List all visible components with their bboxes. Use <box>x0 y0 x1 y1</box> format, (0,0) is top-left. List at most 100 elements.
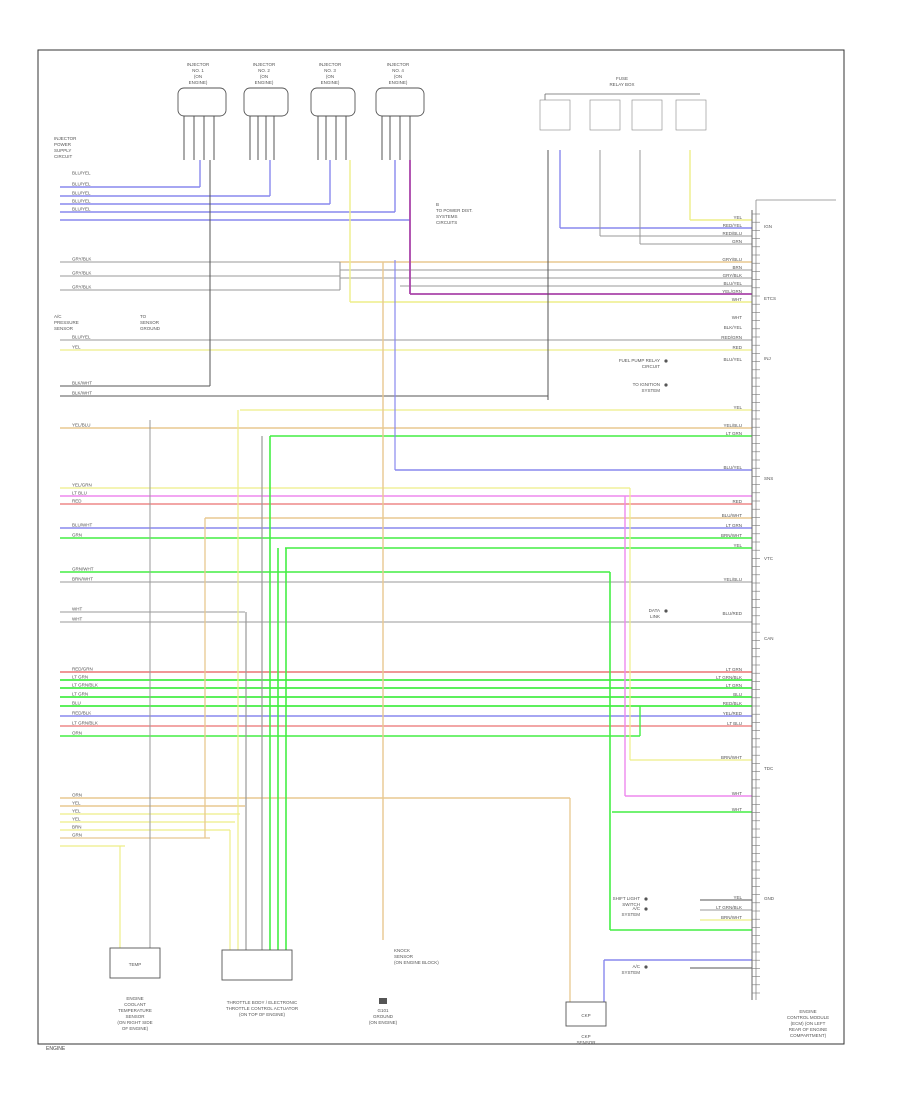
diagram-frame <box>37 49 845 1045</box>
pin-group-label: VTC <box>764 556 774 561</box>
right-wire-tag: BRN/WHT <box>721 755 742 760</box>
right-wire-tag: BLU/RED <box>722 611 742 616</box>
ecm-pins <box>752 213 760 994</box>
side-note-line: CIRCUIT <box>642 364 660 369</box>
svg-text:SYSTEMS: SYSTEMS <box>436 214 458 219</box>
pin-group-label: CAN <box>764 636 774 641</box>
svg-text:B: B <box>436 202 439 207</box>
wire-label: RED/BLK <box>72 711 91 716</box>
svg-text:NO. 1: NO. 1 <box>192 68 204 73</box>
wire-label: GRN <box>72 533 82 538</box>
right-wire-tag: YEL <box>733 405 742 410</box>
svg-text:ENGINE): ENGINE) <box>321 80 340 85</box>
svg-text:(ON: (ON <box>394 74 402 79</box>
right-wire-tag: RED/YEL <box>723 223 743 228</box>
svg-text:SUPPLY: SUPPLY <box>54 148 71 153</box>
svg-text:CONTROL MODULE: CONTROL MODULE <box>787 1015 829 1020</box>
wire-label: BLU/YEL <box>72 207 91 212</box>
sheet-label: ENGINE <box>46 1046 66 1052</box>
svg-text:(ON ENGINE): (ON ENGINE) <box>369 1020 398 1025</box>
right-wire-tag: WHT <box>732 315 742 320</box>
side-note-connector <box>664 383 668 387</box>
wire-label: GRY/BLK <box>72 285 91 290</box>
svg-text:GROUND: GROUND <box>373 1014 394 1019</box>
wire-label: LT GRN/BLK <box>72 721 98 726</box>
wire-label: YEL/BLU <box>72 423 91 428</box>
right-wire-tag: LT GRN <box>726 667 742 672</box>
svg-text:TEMPERATURE: TEMPERATURE <box>118 1008 152 1013</box>
svg-text:SENSOR: SENSOR <box>140 320 160 325</box>
svg-text:NO. 4: NO. 4 <box>392 68 404 73</box>
svg-text:(ON: (ON <box>260 74 268 79</box>
wire-labels: BLU/YEL BLU/YEL BLU/YEL BLU/YEL BLU/YEL GRY/B… <box>72 171 98 838</box>
svg-text:POWER: POWER <box>54 142 72 147</box>
wire-label: BLK/WHT <box>72 391 92 396</box>
pin-group-label: SNS <box>764 476 773 481</box>
svg-text:(ON RIGHT SIDE: (ON RIGHT SIDE <box>117 1020 152 1025</box>
wire-label: ORN <box>72 731 82 736</box>
svg-text:ENGINE: ENGINE <box>126 996 143 1001</box>
right-wire-tag: LT GRN/BLK <box>716 675 742 680</box>
svg-text:CIRCUIT: CIRCUIT <box>54 154 72 159</box>
ckp-sensor: CKP CKP SENSOR <box>565 1001 607 1045</box>
wire-label: RED <box>72 499 82 504</box>
svg-text:(ON: (ON <box>326 74 334 79</box>
injector-4: INJECTOR NO. 4 (ON ENGINE) <box>375 62 425 117</box>
right-wire-tag: GRY/BLU <box>722 257 742 262</box>
svg-text:CKP: CKP <box>581 1013 590 1018</box>
side-note-connector <box>644 897 648 901</box>
right-wire-tag: LT GRN <box>726 523 742 528</box>
right-wire-tag: RED <box>732 345 742 350</box>
wire-label: GRN <box>72 833 82 838</box>
svg-text:NO. 3: NO. 3 <box>324 68 336 73</box>
wire-label: BLU/YEL <box>72 335 91 340</box>
side-note-line: LINK <box>650 614 660 619</box>
wire-label: LT GRN <box>72 675 88 680</box>
wire-label: BLU/YEL <box>72 191 91 196</box>
wire-label: BLU/YEL <box>72 171 91 176</box>
left-block-2: A/C PRESSURE SENSOR <box>54 314 79 331</box>
svg-text:INJECTOR: INJECTOR <box>319 62 342 67</box>
right-wire-tag: YEL/RED <box>723 711 743 716</box>
side-note-line: SYSTEM <box>621 912 640 917</box>
knock-sensor: KNOCK SENSOR (ON ENGINE BLOCK) <box>394 948 439 965</box>
right-wire-tag: LT BLU <box>727 721 742 726</box>
wire-label: GRY/BLK <box>72 271 91 276</box>
temp-sensor: TEMP ENGINE COOLANT TEMPERATURE SENSOR (… <box>109 947 161 1031</box>
right-wire-tag: LT GRN <box>726 431 742 436</box>
power-dist-note: B TO POWER DIST. SYSTEMS CIRCUITS <box>436 202 473 225</box>
side-note-line: SHIFT LIGHT <box>613 896 641 901</box>
svg-text:(ECM) (ON LEFT: (ECM) (ON LEFT <box>791 1021 826 1026</box>
wires-layer <box>60 186 752 969</box>
injector-2: INJECTOR NO. 2 (ON ENGINE) <box>243 62 289 117</box>
side-note-connector <box>664 609 668 613</box>
svg-text:INJECTOR: INJECTOR <box>387 62 410 67</box>
ecm-caption: ENGINE CONTROL MODULE (ECM) (ON LEFT REA… <box>787 1009 829 1038</box>
injector-1: INJECTOR NO. 1 (ON ENGINE) <box>177 62 227 117</box>
svg-text:KNOCK: KNOCK <box>394 948 410 953</box>
right-wire-tag: YEL/BLU <box>723 423 742 428</box>
svg-text:FUSE: FUSE <box>616 76 628 81</box>
side-note-line: SWITCH <box>622 902 640 907</box>
wire-label: GRN/WHT <box>72 567 94 572</box>
right-wire-tag: LT GRN/BLK <box>716 905 742 910</box>
svg-text:TO POWER DIST.: TO POWER DIST. <box>436 208 473 213</box>
wire-label: BRN <box>72 825 82 830</box>
svg-text:ENGINE): ENGINE) <box>389 80 408 85</box>
svg-text:ENGINE): ENGINE) <box>189 80 208 85</box>
right-wire-tag: LT GRN <box>726 683 742 688</box>
right-wire-tag: BRN <box>732 265 742 270</box>
right-wire-tag: RED/BLK <box>723 701 742 706</box>
wire-label: WHT <box>72 617 82 622</box>
side-note-connector <box>644 907 648 911</box>
right-wire-tag: BLU/YEL <box>723 281 742 286</box>
left-block-1: INJECTOR POWER SUPPLY CIRCUIT <box>54 136 77 159</box>
svg-text:SENSOR: SENSOR <box>576 1040 596 1045</box>
wire-label: BLU/YEL <box>72 199 91 204</box>
svg-text:INJECTOR: INJECTOR <box>54 136 77 141</box>
pin-group-label: GND <box>764 896 775 901</box>
svg-text:TO: TO <box>140 314 147 319</box>
wire-label: LT BLU <box>72 491 87 496</box>
